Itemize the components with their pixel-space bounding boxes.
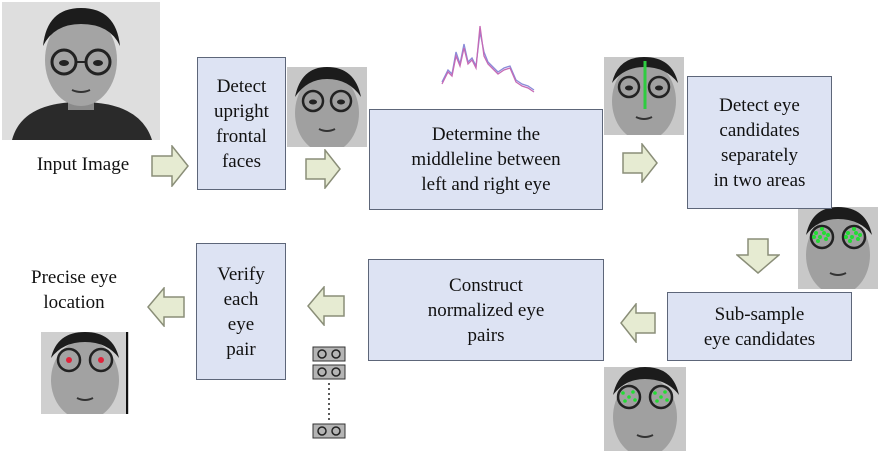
step-detect-faces: Detect upright frontal faces xyxy=(197,57,286,190)
step-subsample-text: Sub-sample eye candidates xyxy=(703,303,816,350)
arrow-candidates-to-subsample xyxy=(736,238,780,274)
arrow-input-to-detect xyxy=(151,145,189,187)
final-face-image xyxy=(41,332,129,414)
eye-pair-thumbnails xyxy=(312,346,346,442)
arrow-subsample-to-construct xyxy=(620,303,656,343)
precise-eye-location-label: Precise eye location xyxy=(31,267,117,313)
step-verify: Verify each eye pair xyxy=(196,243,286,380)
subsampled-face-image xyxy=(604,367,686,451)
arrow-middleline-to-candidates xyxy=(622,143,658,183)
step-subsample: Sub-sample eye candidates xyxy=(667,292,852,361)
step-middleline-text: Determine the middleline between left an… xyxy=(411,124,561,195)
input-image-label: Input Image xyxy=(36,154,130,175)
detected-face-image xyxy=(287,67,367,147)
projection-plot-image xyxy=(440,22,536,94)
middleline-face-image xyxy=(604,57,684,135)
step-detect-candidates-text: Detect eye candidates separately in two … xyxy=(713,94,806,191)
arrow-construct-to-verify xyxy=(307,286,345,326)
step-detect-faces-text: Detect upright frontal faces xyxy=(214,75,269,172)
arrow-detect-to-middleline xyxy=(305,149,341,189)
input-face-image xyxy=(2,2,160,140)
step-detect-candidates: Detect eye candidates separately in two … xyxy=(687,76,832,209)
step-middleline: Determine the middleline between left an… xyxy=(369,109,603,210)
step-construct: Construct normalized eye pairs xyxy=(368,259,604,361)
arrow-verify-to-output xyxy=(147,287,185,327)
step-construct-text: Construct normalized eye pairs xyxy=(427,274,545,346)
step-verify-text: Verify each eye pair xyxy=(217,263,265,360)
candidates-face-image xyxy=(798,207,878,289)
